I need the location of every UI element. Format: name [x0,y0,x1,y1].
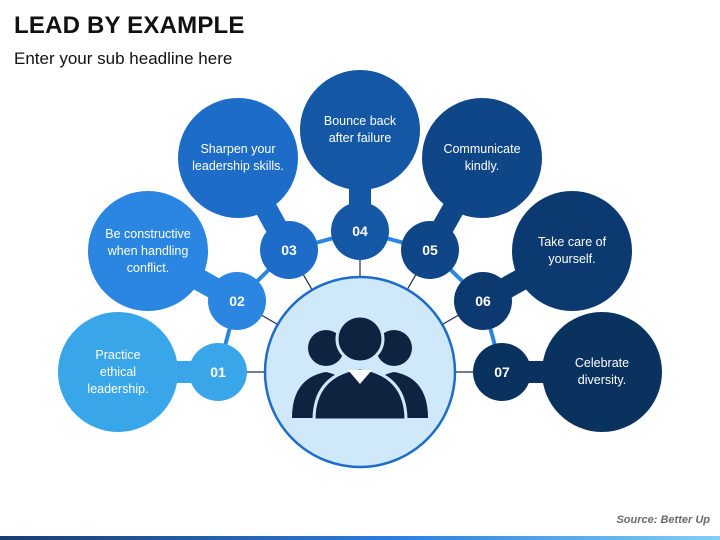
step-bubble-04 [300,70,420,190]
step-number-circle-05 [401,221,459,279]
step-bubble-02 [88,191,208,311]
step-bubble-03 [178,98,298,218]
step-number-circle-06 [454,272,512,330]
source-note: Source: Better Up [616,514,710,526]
business-team-icon [292,314,428,422]
step-bubble-07 [542,312,662,432]
step-number-06: 06 [475,293,491,309]
bottom-accent-bar [0,536,720,540]
step-number-05: 05 [422,242,438,258]
step-number-circle-04 [331,202,389,260]
step-number-circle-01 [189,343,247,401]
page-title: LEAD BY EXAMPLE [14,12,245,39]
step-number-03: 03 [281,242,297,258]
step-text-01: Practice ethical leadership. [87,347,149,396]
step-text-03: Sharpen your leadership skills. [192,142,284,173]
step-number-04: 04 [352,223,368,239]
step-number-07: 07 [494,364,510,380]
step-number-01: 01 [210,364,226,380]
step-bubble-05 [422,98,542,218]
page-subtitle: Enter your sub headline here [14,49,233,68]
step-number-circle-02 [208,272,266,330]
step-number-circle-03 [260,221,318,279]
step-text-07: Celebrate diversity. [574,356,630,387]
step-bubble-01 [58,312,178,432]
step-text-05: Communicate kindly. [443,142,521,173]
step-text-04: Bounce back after failure [323,114,397,145]
step-text-06: Take care of yourself. [537,235,607,266]
step-bubble-06 [512,191,632,311]
step-text-02: Be constructive when handling conflict. [105,226,191,275]
step-number-02: 02 [229,293,245,309]
step-number-circle-07 [473,343,531,401]
